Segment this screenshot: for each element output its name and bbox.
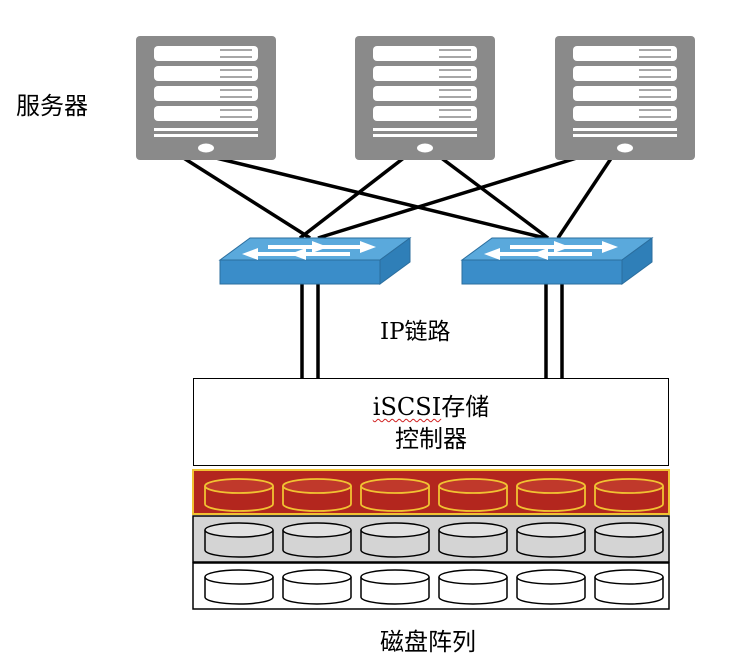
controller-title-line1: iSCSI存储 [194, 387, 668, 422]
link-s1-sw1 [181, 155, 311, 240]
disk-icon [204, 569, 274, 605]
disk-icon [516, 569, 586, 605]
switch-icon-2 [461, 237, 653, 285]
disk-icon [594, 522, 664, 558]
disk-icon [360, 569, 430, 605]
disk-row-cache [192, 469, 670, 515]
disk-icon [438, 478, 508, 512]
disk-icon [204, 478, 274, 512]
disk-icon [282, 478, 352, 512]
disk-icon [204, 522, 274, 558]
server-icon-1 [135, 35, 277, 161]
link-s1-sw2 [211, 155, 546, 240]
disk-row-white [192, 562, 670, 610]
servers-label: 服务器 [16, 92, 88, 120]
controller-protocol: iSCSI [372, 393, 442, 421]
server-icon-3 [554, 35, 696, 161]
disk-row-gray [192, 515, 670, 563]
disk-icon [360, 522, 430, 558]
link-s3-sw2 [556, 156, 614, 239]
ip-link-label: IP链路 [380, 319, 451, 345]
disk-icon [516, 522, 586, 558]
disk-icon [282, 569, 352, 605]
disk-icon [438, 569, 508, 605]
ip-links [300, 282, 564, 378]
server-icon-2 [354, 35, 496, 161]
link-s3-sw1 [317, 155, 581, 240]
disk-icon [594, 569, 664, 605]
controller-storage-word: 存储 [441, 393, 490, 421]
server-switch-links [181, 155, 614, 240]
disk-array-label: 磁盘阵列 [380, 628, 476, 656]
link-s2-sw2 [438, 155, 550, 240]
link-s2-sw1 [298, 155, 407, 240]
disk-icon [438, 522, 508, 558]
disk-icon [516, 478, 586, 512]
disk-icon [594, 478, 664, 512]
disk-icon [360, 478, 430, 512]
controller-title-line2: 控制器 [395, 425, 467, 453]
disk-icon [282, 522, 352, 558]
iscsi-storage-controller: iSCSI存储 控制器 [193, 378, 669, 466]
switch-icon-1 [219, 237, 411, 285]
